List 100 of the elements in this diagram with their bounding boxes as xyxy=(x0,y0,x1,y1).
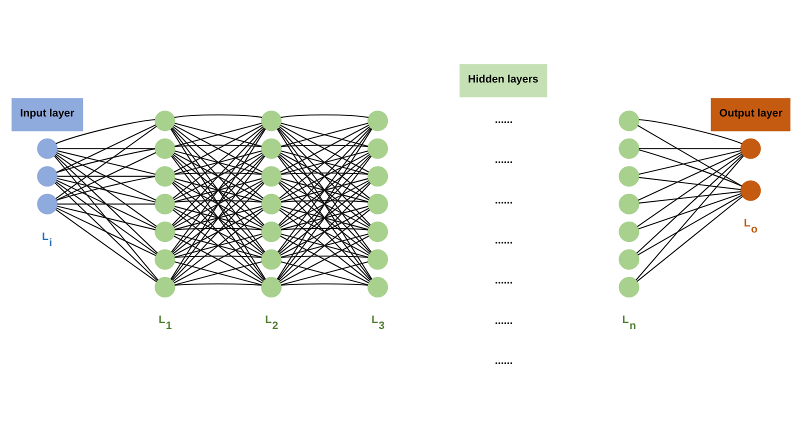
node-circle xyxy=(367,248,388,270)
connector xyxy=(280,124,369,172)
connector xyxy=(56,153,157,226)
connector xyxy=(174,200,262,202)
connector xyxy=(174,227,262,230)
connector xyxy=(638,118,742,144)
connector xyxy=(281,205,368,230)
connector xyxy=(57,175,155,176)
connector xyxy=(174,124,263,172)
connector xyxy=(637,152,743,227)
connector xyxy=(56,152,156,200)
node-circle xyxy=(618,221,640,242)
node-circle xyxy=(154,221,176,242)
label: ...... xyxy=(494,274,513,286)
connector xyxy=(172,126,264,225)
connector xyxy=(280,235,369,283)
label: ...... xyxy=(494,314,513,326)
node-circle xyxy=(37,193,58,214)
connector xyxy=(54,155,158,280)
node-circle xyxy=(740,138,761,158)
connector xyxy=(174,150,262,174)
connector xyxy=(172,154,264,252)
connector xyxy=(174,233,262,258)
connector xyxy=(57,205,156,230)
connector xyxy=(281,233,368,258)
connector xyxy=(281,172,368,174)
node-circle xyxy=(154,166,176,186)
node-circle xyxy=(618,110,640,131)
node-circle xyxy=(154,193,176,214)
connector xyxy=(56,118,156,144)
node-circle xyxy=(367,138,388,158)
connector xyxy=(172,182,264,280)
connector xyxy=(279,126,370,198)
node-circle xyxy=(37,138,58,158)
connector xyxy=(637,124,742,186)
connector xyxy=(638,176,741,190)
connector xyxy=(174,178,262,202)
connector xyxy=(174,180,263,228)
connector xyxy=(279,208,370,282)
node-circle xyxy=(367,276,388,297)
connector xyxy=(277,128,372,252)
connector xyxy=(636,196,743,282)
node-circle xyxy=(618,138,640,158)
connector xyxy=(281,178,368,202)
label: ...... xyxy=(494,234,513,246)
label: ...... xyxy=(494,113,513,126)
connector xyxy=(278,154,371,252)
connector xyxy=(638,190,741,204)
connector xyxy=(636,154,744,254)
node-circle xyxy=(367,221,388,242)
connector xyxy=(174,114,262,118)
connector xyxy=(638,148,741,149)
connector xyxy=(281,227,368,230)
node-circle xyxy=(367,193,388,214)
node-circle xyxy=(367,110,388,131)
connector xyxy=(56,124,156,172)
connector xyxy=(171,128,266,252)
node-circle xyxy=(261,193,282,214)
connector xyxy=(171,155,266,280)
connector xyxy=(56,207,156,256)
connector xyxy=(277,155,372,280)
connector xyxy=(636,155,744,280)
connector xyxy=(172,208,264,282)
node-circle xyxy=(154,110,176,131)
connector xyxy=(172,153,264,226)
connector xyxy=(174,207,263,256)
connector xyxy=(56,208,157,282)
node-circle xyxy=(261,138,282,158)
node-circle xyxy=(154,138,176,158)
connector xyxy=(54,182,158,281)
connector xyxy=(174,172,262,174)
connector xyxy=(638,194,742,255)
node-circle xyxy=(618,248,640,270)
connector xyxy=(56,125,157,199)
connector xyxy=(54,154,158,253)
connector xyxy=(281,260,368,285)
node-circle xyxy=(618,193,640,214)
connector xyxy=(281,122,368,146)
connector xyxy=(174,122,262,146)
node-circle xyxy=(261,166,282,186)
node-box: Input layer xyxy=(12,98,84,131)
connector xyxy=(174,235,263,283)
connector xyxy=(638,150,742,174)
connector xyxy=(57,203,155,204)
connector xyxy=(174,255,262,258)
connector xyxy=(56,180,157,254)
node-circle xyxy=(154,248,176,270)
connector xyxy=(279,181,370,254)
node-circle xyxy=(261,221,282,242)
connector xyxy=(281,150,368,174)
connector xyxy=(278,182,371,280)
label: ...... xyxy=(494,194,513,206)
connector xyxy=(281,282,368,286)
node-circle xyxy=(740,180,761,200)
label: ...... xyxy=(494,354,513,367)
label: ...... xyxy=(494,154,513,166)
connector xyxy=(279,153,370,226)
node-circle xyxy=(618,276,640,297)
connector xyxy=(174,205,262,230)
connector xyxy=(281,144,368,147)
